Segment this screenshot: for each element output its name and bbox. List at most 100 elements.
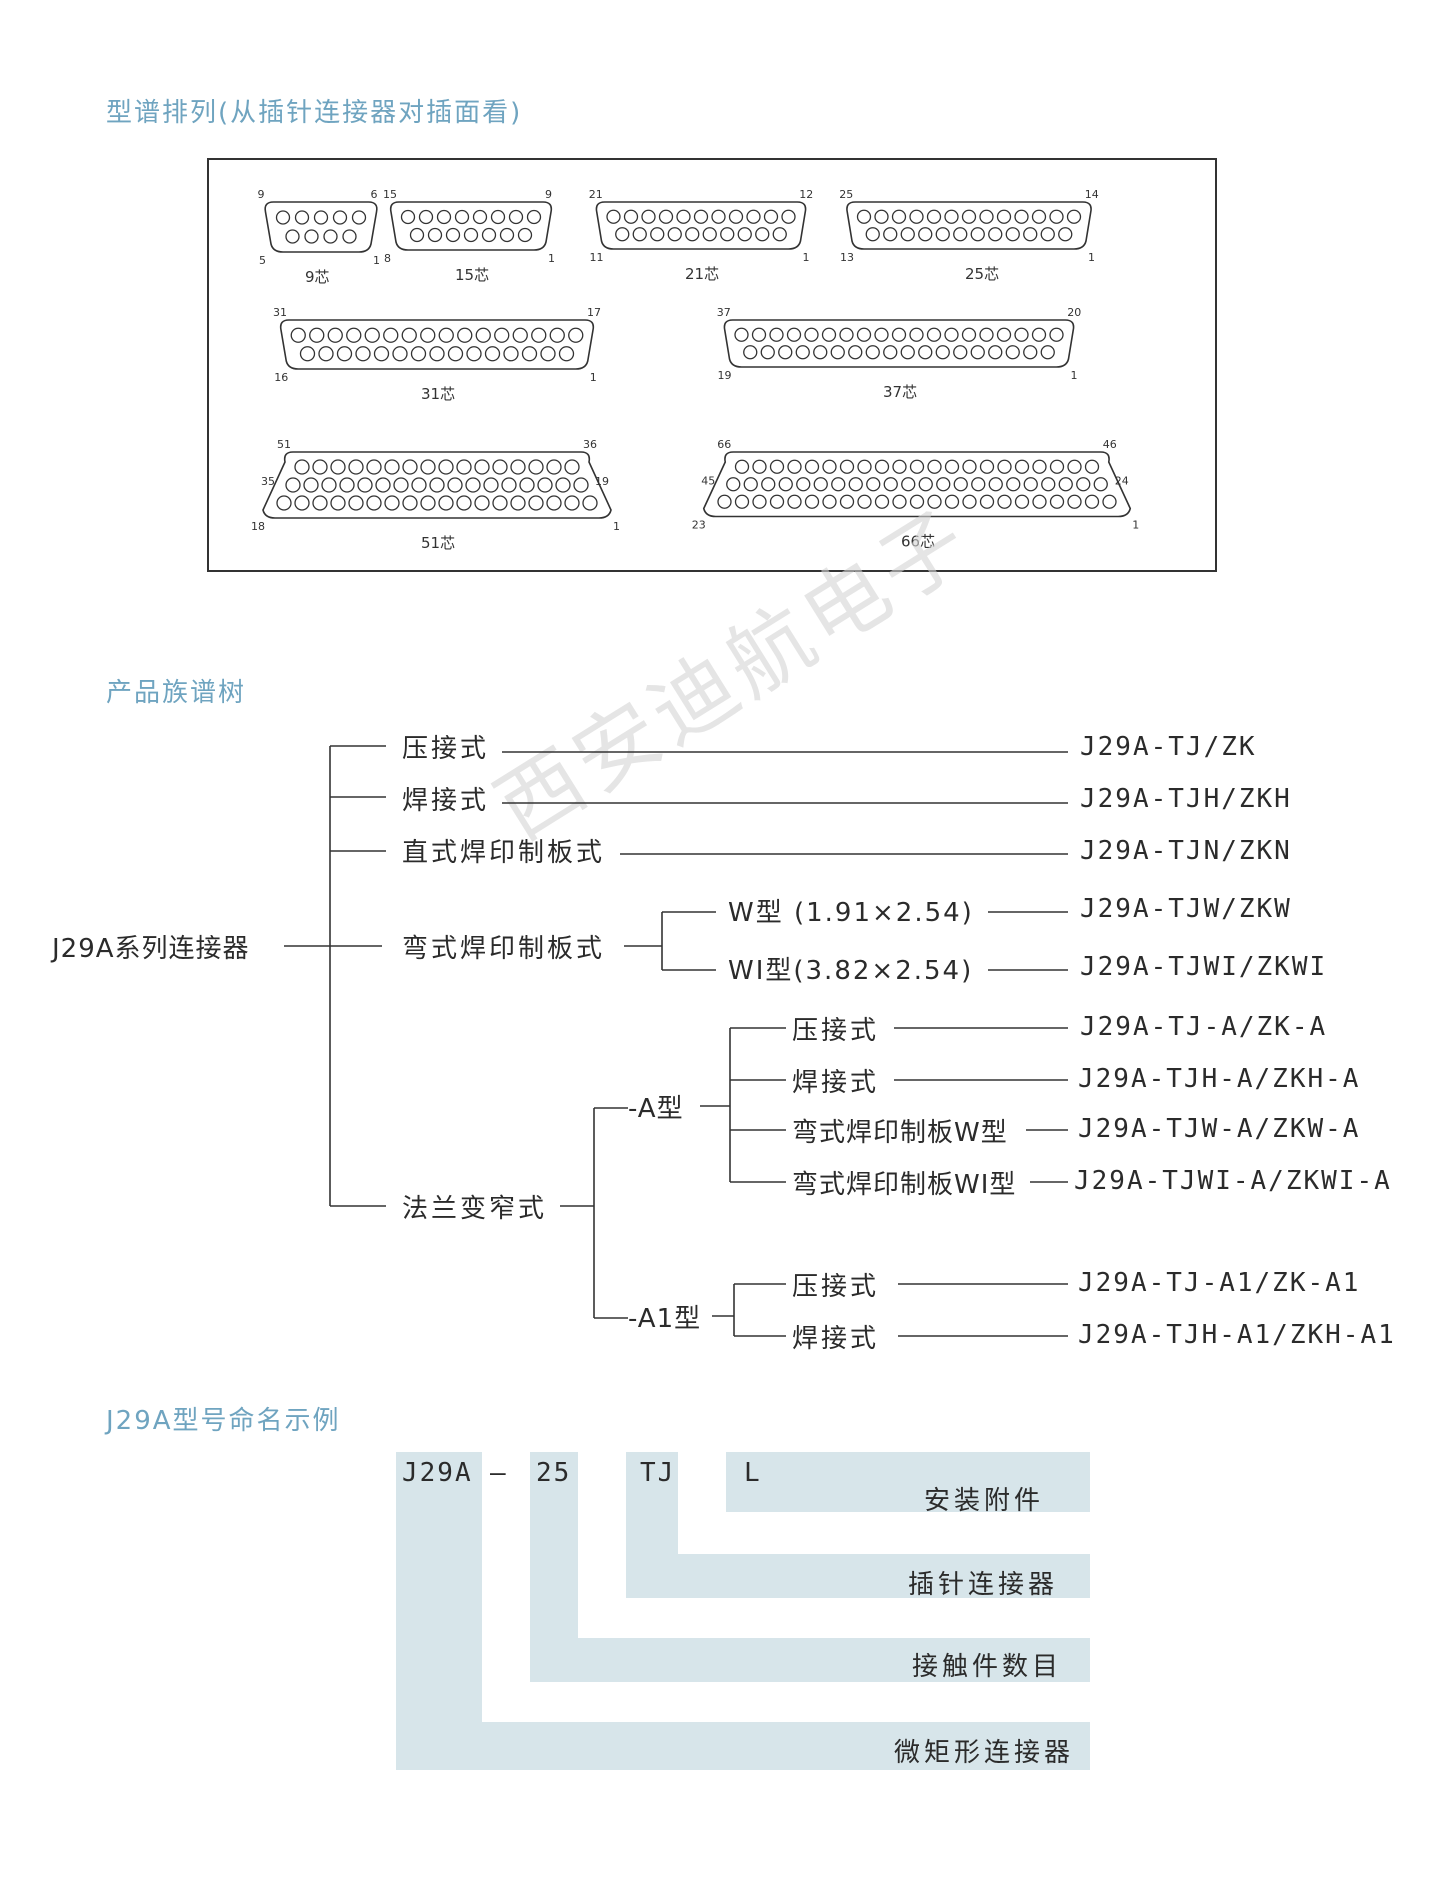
pin-hole [564, 495, 580, 511]
pin-hole [438, 495, 454, 511]
pin-hole [285, 477, 301, 493]
pin-number-label: 14 [1085, 188, 1099, 201]
pin-hole [555, 477, 571, 493]
pin-hole [720, 227, 735, 242]
pin-hole [778, 477, 793, 492]
code-a1-crimp: J29A-TJ-A1/ZK-A1 [1078, 1268, 1361, 1298]
code-part-type: TJ [640, 1458, 676, 1488]
pin-hole [726, 477, 741, 492]
pin-hole [979, 327, 994, 342]
pin-hole [787, 459, 802, 474]
pin-number-label: 51 [277, 438, 291, 451]
branch-solder: 焊接式 [402, 786, 490, 816]
pin-hole [761, 477, 776, 492]
pin-hole [438, 327, 454, 343]
pin-hole [926, 327, 942, 342]
pin-hole [883, 345, 898, 360]
pin-hole [1084, 459, 1100, 474]
pin-hole [1049, 494, 1065, 509]
connector-shell [279, 319, 595, 370]
pin-number-label: 1 [548, 252, 555, 265]
pin-hole [512, 327, 528, 343]
pin-hole [909, 459, 925, 474]
pin-hole [309, 327, 325, 343]
pin-hole [294, 210, 310, 225]
connector-shell [702, 451, 1132, 518]
tree-section-title: 产品族谱树 [106, 678, 247, 708]
pin-hole [857, 494, 872, 509]
pin-hole [465, 477, 481, 493]
pin-hole [769, 327, 784, 342]
a1-solder: 焊接式 [792, 1324, 880, 1354]
code-solder: J29A-TJH/ZKH [1080, 784, 1292, 814]
pin-hole [728, 209, 744, 224]
pin-hole [769, 459, 785, 474]
pin-hole [821, 327, 837, 342]
pin-hole [944, 459, 960, 474]
pin-hole [918, 227, 933, 242]
pin-hole [830, 345, 845, 360]
pin-hole [508, 209, 524, 225]
connector-shell [389, 201, 553, 251]
pin-hole [438, 459, 454, 475]
pin-hole [290, 327, 306, 343]
pin-hole [953, 477, 968, 492]
label-pin-connector: 插针连接器 [908, 1570, 1059, 1600]
pin-hole [501, 477, 517, 493]
pin-hole [979, 209, 994, 224]
pin-number-label: 1 [1071, 369, 1078, 382]
pin-hole [848, 477, 863, 492]
pin-hole [384, 459, 400, 475]
pin-hole [606, 209, 621, 224]
pin-hole [839, 327, 854, 342]
pin-hole [364, 327, 380, 343]
pin-hole [1093, 477, 1108, 492]
pin-hole [979, 459, 995, 474]
branch-crimp: 压接式 [402, 734, 490, 764]
pin-hole [474, 495, 490, 511]
pin-hole [454, 209, 470, 225]
pin-hole [1058, 227, 1073, 242]
pin-hole [474, 459, 490, 475]
pin-hole [813, 477, 828, 492]
pin-hole [831, 477, 846, 492]
pin-hole [1076, 477, 1091, 492]
pin-hole [971, 477, 986, 492]
pin-hole [918, 477, 933, 492]
pin-number-label: 21 [589, 188, 603, 201]
pin-hole [804, 494, 820, 509]
pin-hole [1040, 227, 1055, 242]
pin-hole [1014, 494, 1030, 509]
connector-shell [846, 201, 1092, 250]
pin-hole [751, 327, 767, 342]
pin-hole [568, 327, 584, 343]
pin-hole [935, 345, 950, 360]
a-solder: 焊接式 [792, 1068, 880, 1098]
pin-hole [402, 495, 418, 511]
pin-number-label: 5 [259, 254, 266, 267]
pin-number-label: 25 [839, 188, 853, 201]
pin-hole [1041, 477, 1056, 492]
pin-hole [456, 459, 472, 475]
pin-hole [429, 346, 445, 362]
pin-number-label: 1 [373, 254, 380, 267]
pin-hole [752, 459, 767, 474]
pin-hole [510, 495, 526, 511]
pin-hole [492, 459, 508, 475]
pin-hole [909, 327, 924, 342]
label-micro-rect: 微矩形连接器 [894, 1738, 1075, 1768]
pin-hole [384, 495, 400, 511]
pin-hole [346, 327, 362, 343]
pin-hole [822, 494, 837, 509]
pin-hole [546, 495, 562, 511]
pin-hole [667, 227, 682, 242]
connector-name: 25芯 [965, 265, 999, 283]
pin-hole [891, 209, 907, 224]
band-row-contacts [530, 1638, 1090, 1682]
pin-hole [743, 345, 758, 360]
pin-hole [702, 227, 717, 242]
pin-hole [348, 459, 364, 475]
